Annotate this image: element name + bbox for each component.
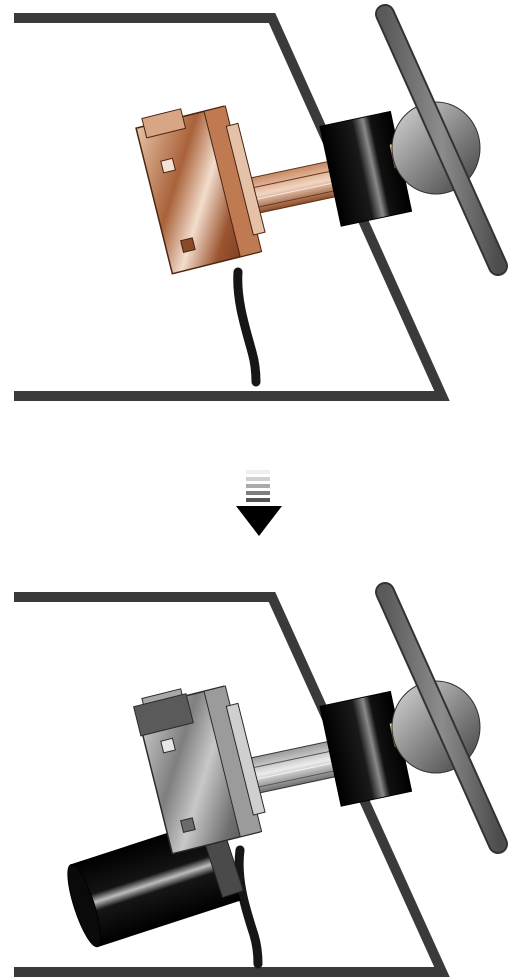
- bracket-copper: [134, 96, 269, 273]
- cable-icon: [238, 272, 256, 382]
- cable-icon-after: [239, 850, 258, 964]
- panel-before: [14, 14, 498, 396]
- bracket-gray: [132, 676, 269, 854]
- panel-after: [14, 592, 498, 972]
- down-arrow-icon: [236, 470, 282, 536]
